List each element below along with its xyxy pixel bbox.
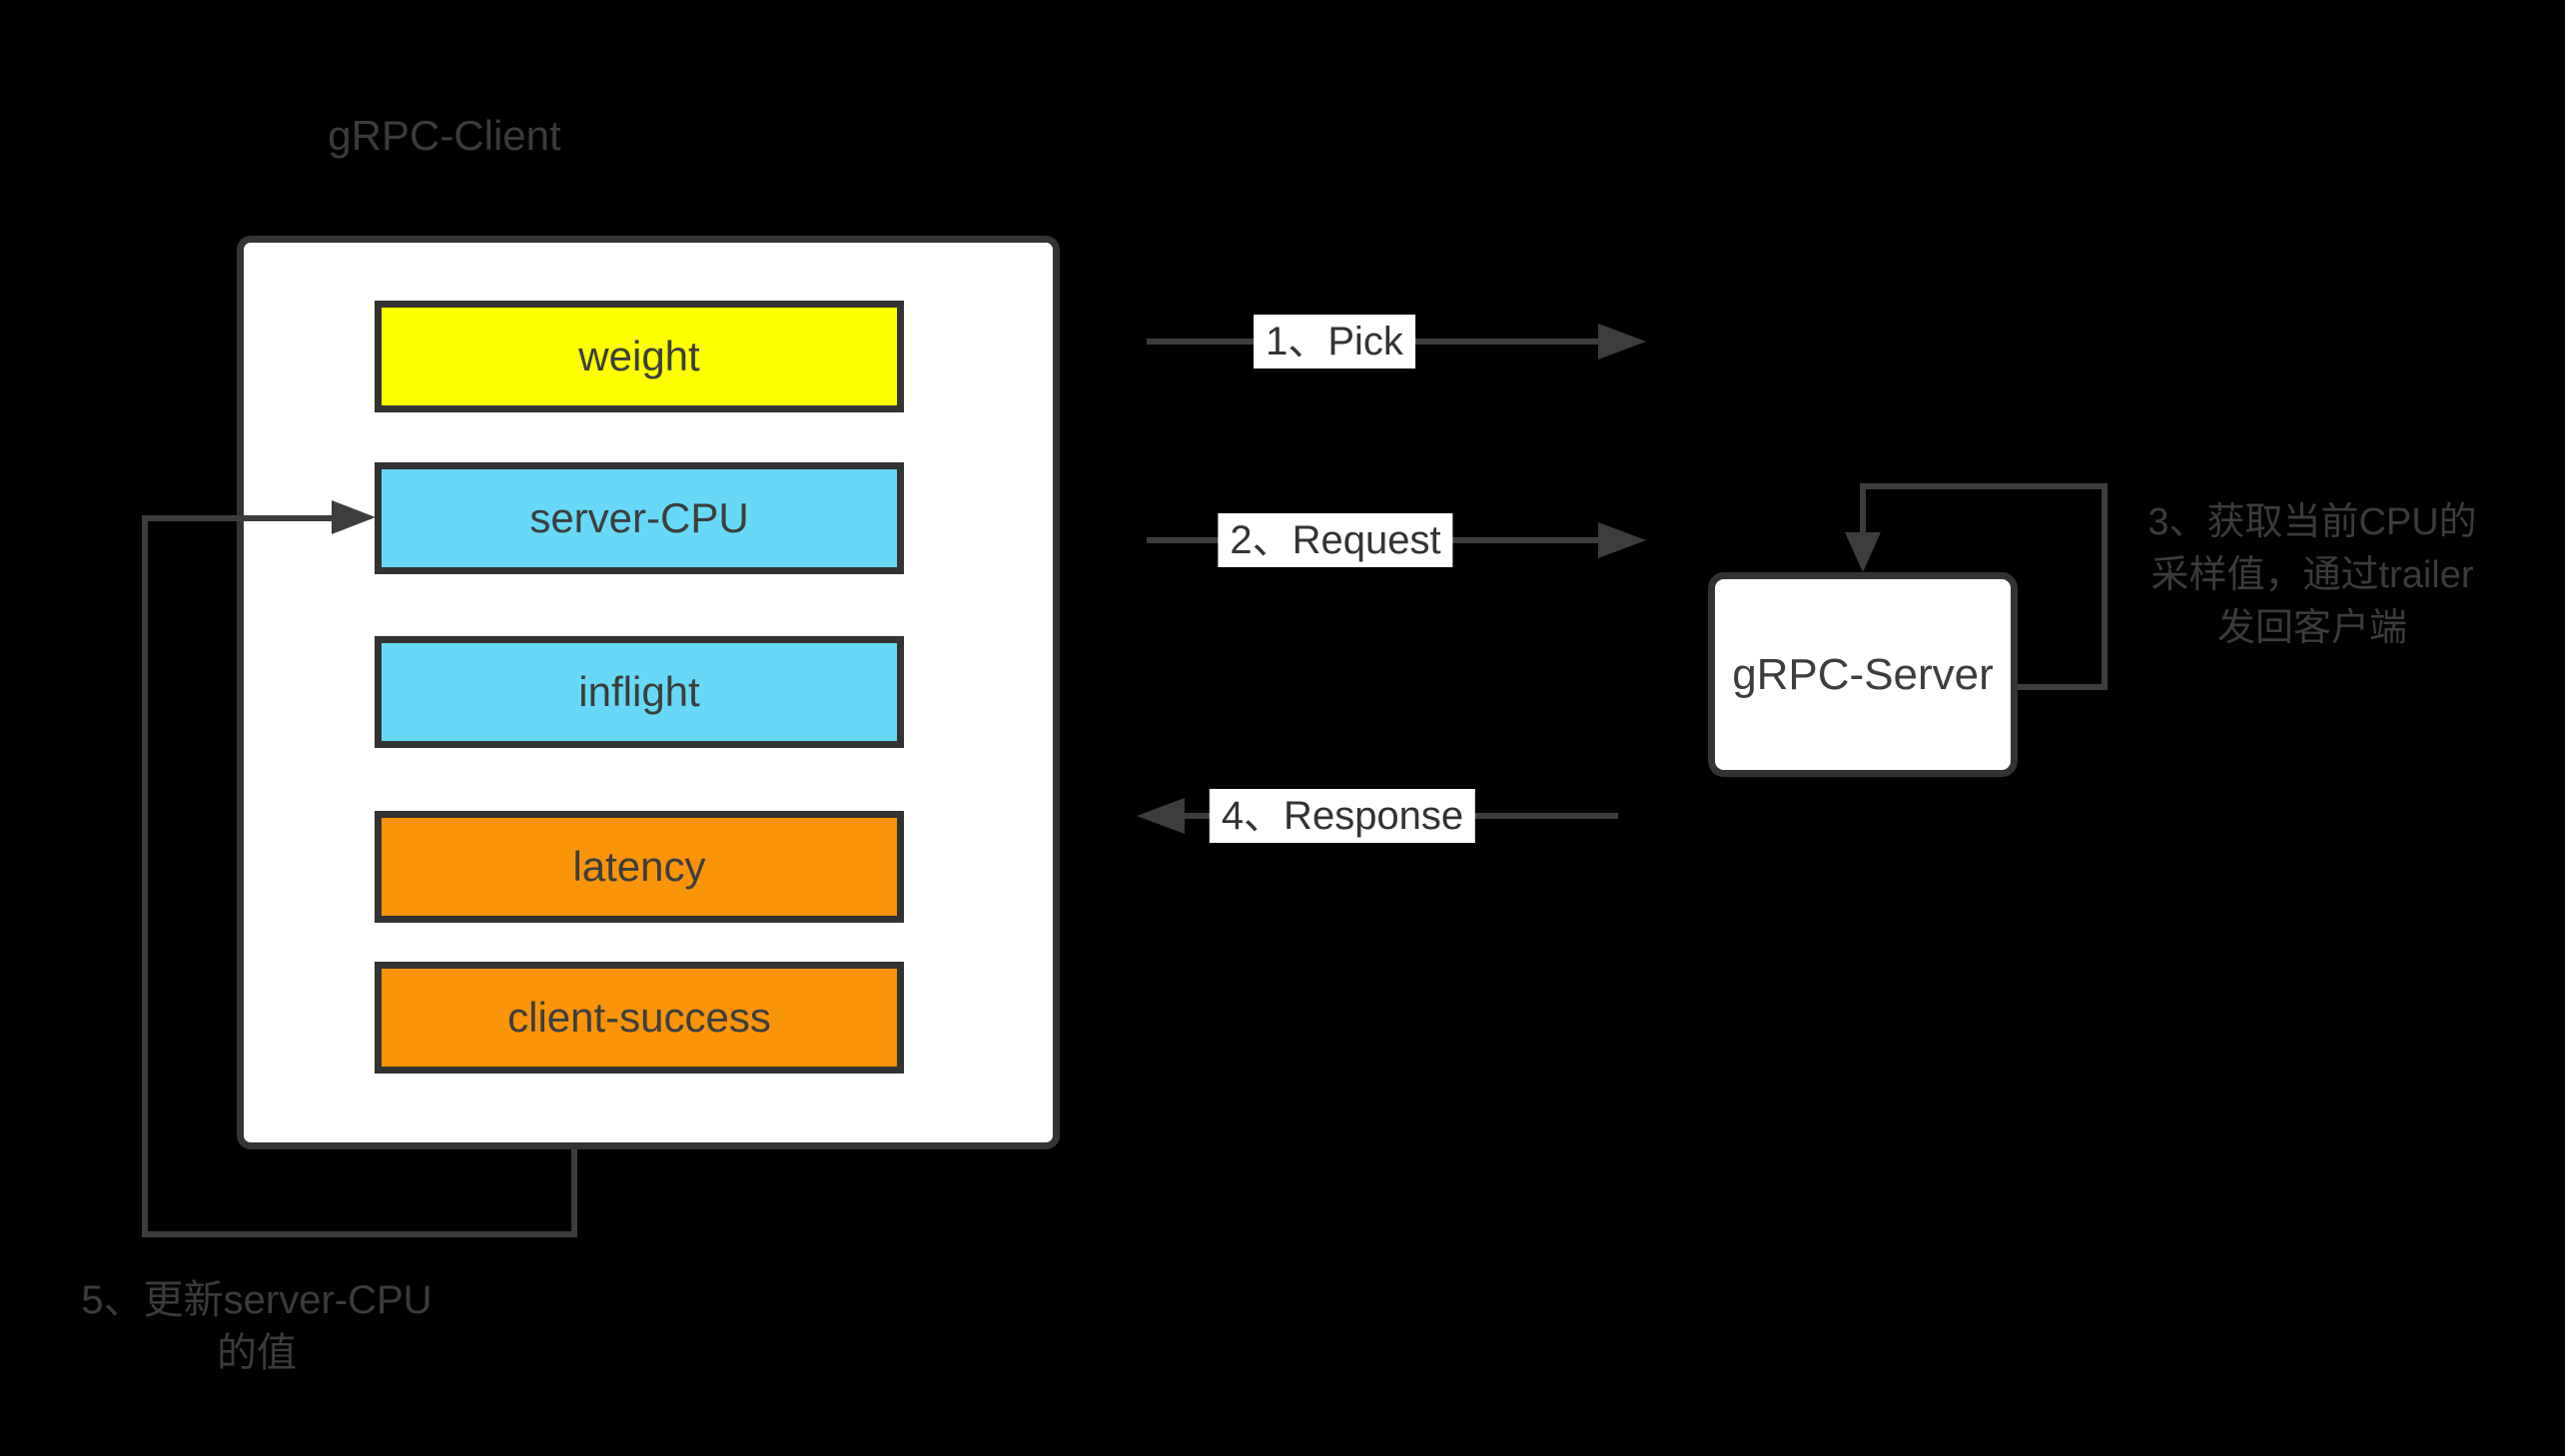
server-label: gRPC-Server	[1732, 649, 1994, 699]
server-loop-line-down	[1860, 486, 1866, 536]
pick-arrow-label: 1、Pick	[1254, 315, 1415, 368]
server-note-line-2: 采样值，通过trailer	[2150, 554, 2474, 596]
client-title: gRPC-Client	[328, 112, 561, 159]
feedback-loop-arrowhead	[332, 500, 376, 534]
server-loop-line-right	[2102, 483, 2108, 690]
node-inflight: inflight	[375, 636, 904, 748]
update-note-line-2: 的值	[217, 1331, 297, 1375]
update-note-line-1: 5、更新server-CPU	[81, 1278, 432, 1322]
feedback-loop-line-from-client	[571, 1149, 577, 1237]
request-arrow-label: 2、Request	[1218, 513, 1453, 567]
server-loop-line-bottom	[2018, 684, 2108, 690]
response-arrowhead	[1137, 798, 1185, 834]
node-latency: latency	[375, 811, 904, 923]
server-note-line-1: 3、获取当前CPU的	[2147, 501, 2477, 543]
feedback-loop-line-left	[142, 515, 148, 1237]
server-note: 3、获取当前CPU的 采样值，通过trailer 发回客户端	[2118, 496, 2507, 655]
pick-arrowhead	[1598, 324, 1646, 360]
response-arrow-label: 4、Response	[1209, 789, 1476, 843]
feedback-loop-line-top	[142, 515, 332, 521]
grpc-server-panel: gRPC-Server	[1708, 572, 2018, 777]
server-note-line-3: 发回客户端	[2216, 607, 2407, 649]
server-loop-line-top	[1860, 483, 2108, 489]
update-note: 5、更新server-CPU 的值	[60, 1274, 453, 1380]
request-arrowhead	[1598, 522, 1646, 558]
node-client-success: client-success	[375, 962, 904, 1074]
server-loop-arrowhead	[1845, 532, 1881, 572]
feedback-loop-line-bottom	[142, 1231, 577, 1237]
node-weight: weight	[375, 301, 904, 412]
node-server-cpu: server-CPU	[375, 462, 904, 574]
